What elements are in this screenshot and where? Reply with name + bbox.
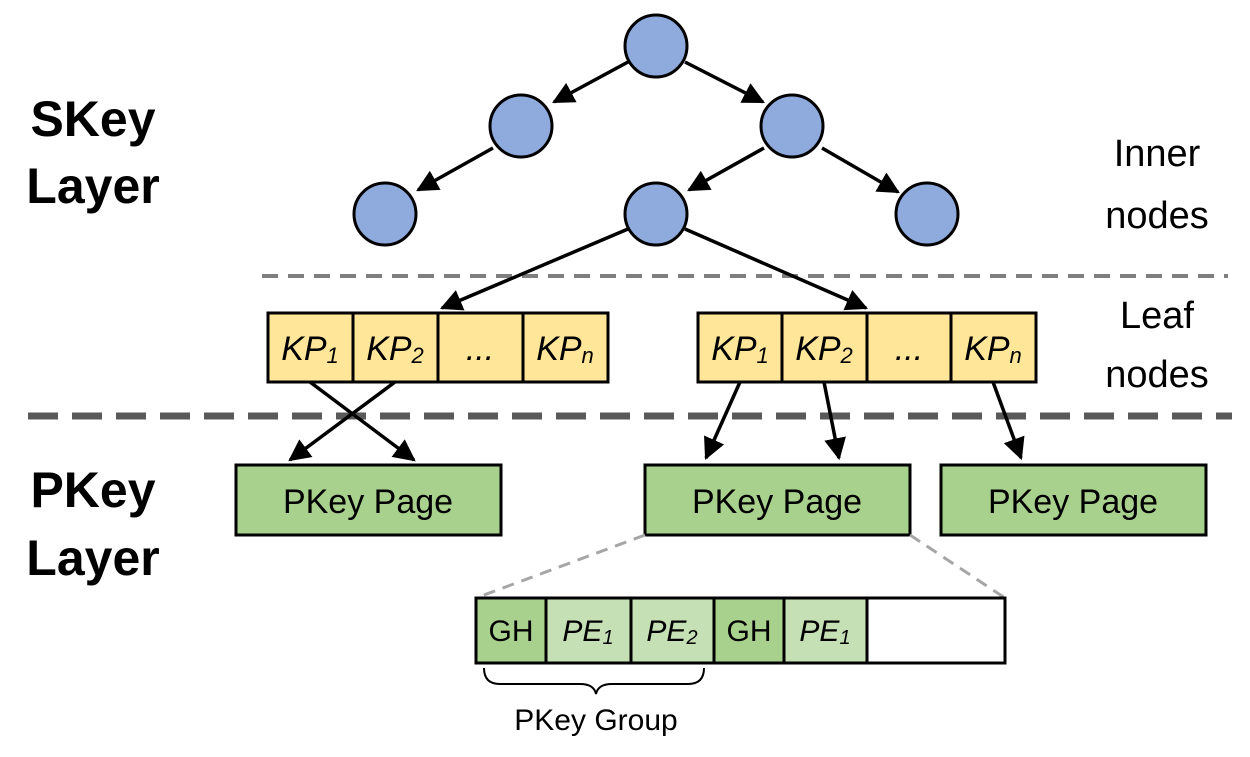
page-detail-pe2: PE2 (646, 615, 697, 649)
inner-nodes-label-line2: nodes (1105, 195, 1209, 237)
pkey-page-1: PKey Page (234, 463, 503, 537)
leaf-page-edges (288, 380, 1025, 462)
leaf-right-kpn: KPn (964, 330, 1022, 368)
leaf-left-kp1: KP1 (281, 330, 339, 368)
page-detail-gh-2: GH (727, 615, 772, 648)
pkey-page-3-label: PKey Page (988, 483, 1158, 521)
zoom-guide-right (909, 533, 1006, 600)
pkey-group-brace (483, 667, 705, 695)
leaf-right-kp1: KP1 (711, 330, 769, 368)
leaf-left-kp2: KP2 (366, 330, 424, 368)
page-detail-gh-1: GH (489, 615, 534, 648)
skey-layer-label-line1: SKey (30, 91, 155, 147)
leaf-right-ellipsis: ... (895, 330, 923, 368)
inner-nodes-label-line1: Inner (1114, 133, 1201, 175)
leaf-left-kpn: KPn (536, 330, 594, 368)
tree-node-l2-b (623, 181, 689, 247)
leaf-node-left: KP1 KP2 ... KPn (266, 311, 610, 384)
tree-node-root (623, 13, 689, 79)
pkey-page-3: PKey Page (939, 463, 1208, 537)
pkey-layer-label-line1: PKey (30, 462, 155, 518)
leaf-nodes-label-line2: nodes (1105, 354, 1209, 396)
page-detail: GH PE1 PE2 GH PE1 (474, 596, 1007, 665)
pkey-page-1-label: PKey Page (283, 483, 453, 521)
pkey-layer-label-line2: Layer (26, 530, 159, 586)
tree-node-l1-right (759, 93, 825, 159)
page-detail-pe1: PE1 (562, 615, 613, 649)
leaf-left-ellipsis: ... (466, 330, 494, 368)
page-detail-pe1-b: PE1 (799, 615, 850, 649)
pkey-page-2: PKey Page (643, 463, 912, 537)
leaf-node-right: KP1 KP2 ... KPn (696, 311, 1038, 384)
leaf-nodes-label-line1: Leaf (1120, 295, 1194, 337)
inner-nodes (352, 13, 960, 247)
pkey-page-2-label: PKey Page (692, 483, 862, 521)
pkey-group-label: PKey Group (514, 704, 677, 737)
tree-edges (416, 60, 900, 311)
tree-node-l2-a (352, 181, 418, 247)
skey-layer-label-line2: Layer (26, 158, 159, 214)
tree-node-l1-left (488, 93, 554, 159)
leaf-right-kp2: KP2 (795, 330, 853, 368)
tree-node-l2-c (894, 181, 960, 247)
zoom-guide-left (475, 533, 646, 600)
